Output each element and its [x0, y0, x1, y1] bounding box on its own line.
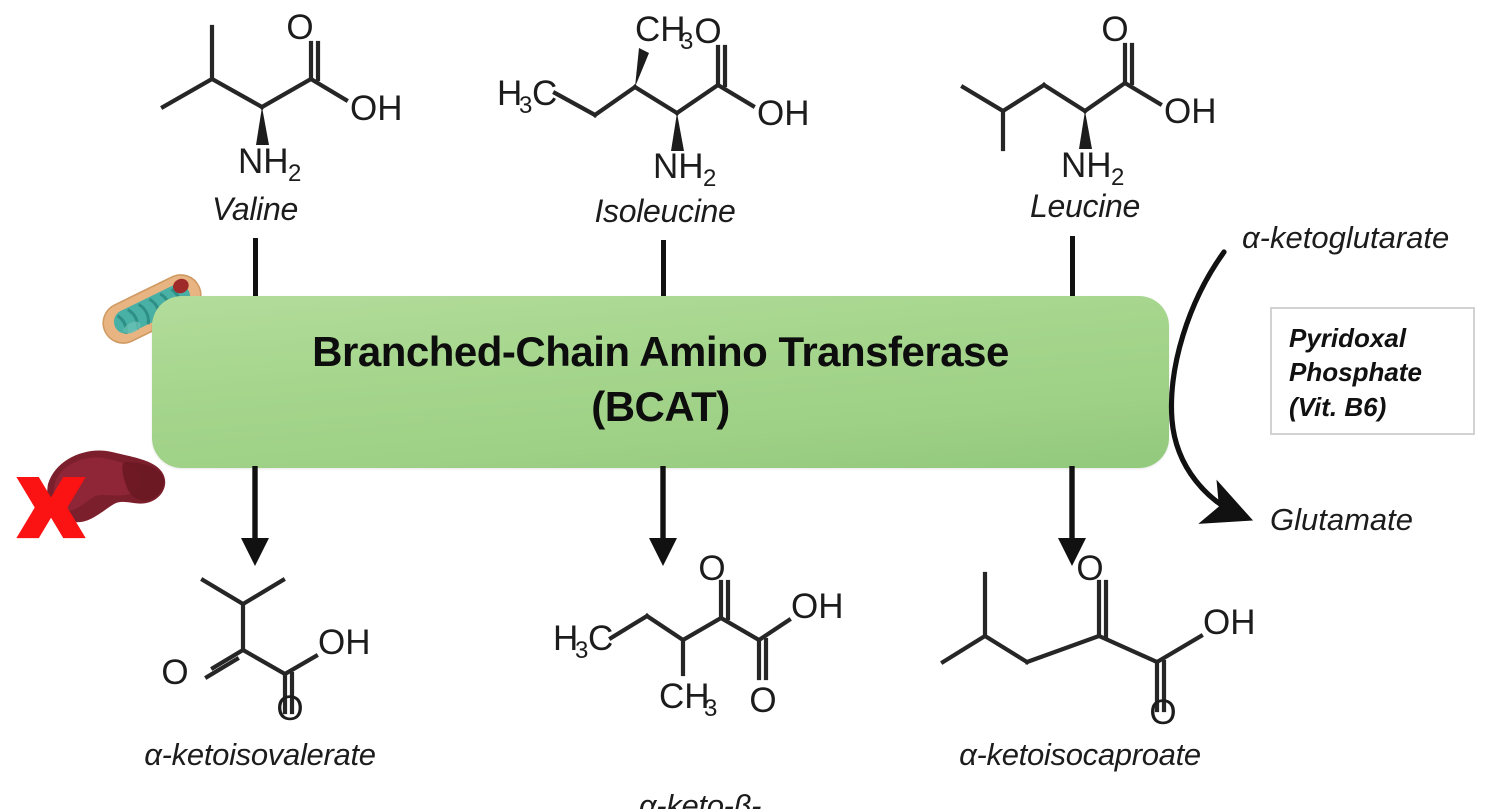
ketoisovalerate-carbonyl-o: O	[276, 689, 303, 728]
kmv-branch-ch-sub: 3	[704, 695, 717, 722]
isoleucine-amine: NH	[653, 147, 704, 186]
kic-acid-o: O	[1149, 693, 1176, 732]
valine-structure: O OH NH 2	[160, 8, 403, 187]
valine-amine-sub: 2	[288, 160, 301, 187]
label-valine: Valine	[212, 191, 298, 227]
connector-valine-to-enzyme	[253, 238, 258, 298]
enzyme-box: Branched-Chain Amino Transferase (BCAT)	[152, 296, 1169, 468]
label-ketomethylvalerate: α-keto-β- methylvalerate	[540, 722, 860, 809]
isoleucine-carbonyl-o: O	[694, 12, 721, 51]
ketoisovalerate-structure: O OH	[161, 577, 371, 715]
label-ketomethylvalerate-line1: α-keto-β-	[638, 787, 762, 809]
isoleucine-methyl-h: H	[497, 74, 522, 113]
kmv-hydroxyl: OH	[791, 587, 844, 626]
ketomethylvalerate-structure: H 3 C CH 3 O OH O	[553, 549, 844, 722]
leucine-structure: O OH NH 2	[960, 10, 1217, 191]
isoleucine-hydroxyl: OH	[757, 94, 810, 133]
ketoisocaproate-acid-o: O	[1149, 693, 1176, 732]
kmv-acid-o: O	[749, 681, 776, 720]
kmv-keto-o: O	[698, 549, 725, 588]
leucine-amine-sub: 2	[1111, 164, 1124, 191]
valine-hydroxyl: OH	[350, 89, 403, 128]
enzyme-label-line1: Branched-Chain Amino Transferase	[312, 328, 1009, 375]
leucine-hydroxyl: OH	[1164, 92, 1217, 131]
kmv-methyl-c: C	[588, 619, 613, 658]
label-leucine: Leucine	[1030, 188, 1140, 224]
cofactor-box: Pyridoxal Phosphate (Vit. B6)	[1270, 307, 1475, 435]
cofactor-label: Pyridoxal Phosphate (Vit. B6)	[1289, 323, 1422, 422]
arrow-to-ketomethylvalerate	[649, 466, 677, 566]
kiv-hydroxyl: OH	[318, 623, 371, 662]
label-isoleucine: Isoleucine	[594, 193, 736, 229]
enzyme-label-line2: (BCAT)	[591, 383, 730, 431]
isoleucine-structure: H 3 C CH 3 O OH NH 2	[497, 10, 810, 192]
isoleucine-methyl-c: C	[532, 74, 557, 113]
kmv-methyl-h-sub: 3	[575, 637, 588, 664]
leucine-carbonyl-o: O	[1101, 10, 1128, 49]
isoleucine-branch-ch-sub: 3	[680, 28, 693, 55]
kiv-acid-o: O	[276, 689, 303, 728]
isoleucine-branch-ch: CH	[635, 10, 686, 49]
isoleucine-methyl-h-sub: 3	[519, 92, 532, 119]
coreactant-curved-arrow	[1168, 249, 1254, 524]
label-glutamate: Glutamate	[1270, 502, 1414, 537]
connector-isoleucine-to-enzyme	[661, 240, 666, 298]
arrow-to-ketoisovalerate	[241, 466, 269, 566]
label-alpha-ketoglutarate: α-ketoglutarate	[1242, 220, 1450, 255]
valine-carbonyl-o: O	[286, 8, 313, 47]
connector-leucine-to-enzyme	[1070, 236, 1075, 298]
liver-excluded-icon	[16, 450, 166, 539]
valine-amine: NH	[238, 142, 289, 181]
enzyme-label: Branched-Chain Amino Transferase (BCAT)	[152, 324, 1169, 435]
kmv-branch-ch: CH	[659, 677, 710, 716]
kic-hydroxyl: OH	[1203, 603, 1256, 642]
kic-keto-o: O	[1076, 549, 1103, 588]
kiv-keto-o: O	[161, 653, 188, 692]
label-ketoisovalerate: α-ketoisovalerate	[144, 737, 376, 772]
leucine-amine: NH	[1061, 146, 1112, 185]
kmv-methyl-h: H	[553, 619, 578, 658]
ketoisocaproate-structure: O OH	[940, 549, 1256, 713]
arrow-to-ketoisocaproate	[1058, 466, 1086, 566]
label-ketoisocaproate: α-ketoisocaproate	[959, 737, 1201, 772]
isoleucine-amine-sub: 2	[703, 165, 716, 192]
red-x-marker	[16, 476, 86, 539]
